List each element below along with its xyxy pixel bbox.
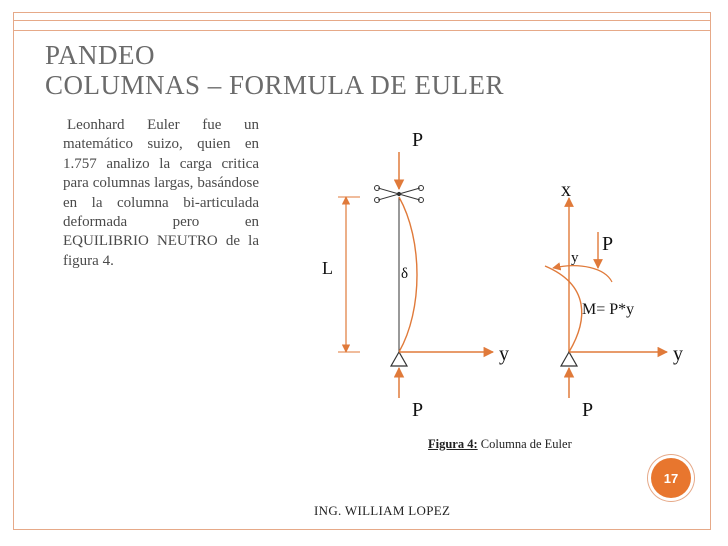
top-pin-icon: [374, 185, 424, 203]
offset-label: y: [571, 250, 579, 266]
title-line-2: COLUMNAS – FORMULA DE EULER: [45, 70, 505, 100]
slide-frame: [13, 12, 711, 530]
deflection-label: δ: [401, 266, 408, 282]
right-bottom-load-label: P: [582, 399, 593, 421]
right-y-axis-label: y: [673, 343, 683, 365]
moment-label: M= P*y: [582, 301, 634, 318]
top-rule-2: [13, 30, 711, 31]
right-support-icon: [559, 350, 579, 367]
top-rule: [13, 20, 711, 21]
length-label: L: [322, 258, 333, 278]
body-paragraph: Leonhard Euler fue un matemático suizo, …: [63, 117, 259, 269]
right-deflected-curve: [544, 265, 583, 353]
title-line-1: PANDEO: [45, 40, 156, 70]
bottom-support-icon: [389, 350, 409, 367]
left-top-load-label: P: [412, 129, 423, 151]
right-free-body-diagram: x P y M= P*y y P: [544, 179, 683, 421]
footer-author: ING. WILLIAM LOPEZ: [314, 503, 451, 518]
left-y-axis-label: y: [499, 343, 509, 365]
slide-title: PANDEO COLUMNAS – FORMULA DE EULER: [45, 40, 504, 100]
figure-caption: Figura 4: Columna de Euler: [428, 437, 572, 452]
moment-arrow: [552, 262, 613, 283]
deflected-column-curve: [398, 196, 418, 353]
left-bottom-load-label: P: [412, 399, 423, 421]
caption-label: Figura 4:: [428, 437, 478, 451]
right-x-axis-label: x: [561, 179, 571, 201]
left-column-diagram: P P L δ y: [322, 129, 509, 421]
right-load-label: P: [602, 233, 613, 255]
page-number-badge: 17: [651, 458, 691, 498]
caption-text: Columna de Euler: [480, 437, 572, 451]
